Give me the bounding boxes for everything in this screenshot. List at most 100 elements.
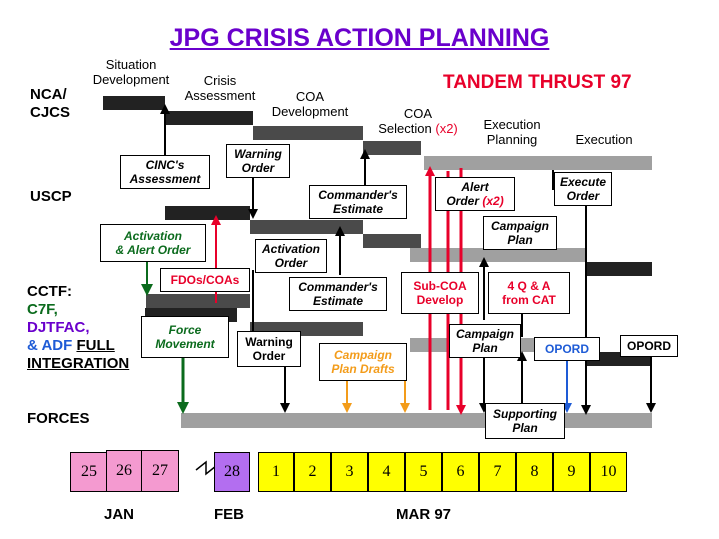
bar-crisis-uscp <box>165 206 250 220</box>
phase-label-line: Crisis <box>203 73 237 88</box>
date-cell-mar: 4 <box>368 452 405 492</box>
phase-coa-development: COA Development <box>262 89 358 119</box>
box-line: Estimate <box>332 202 383 216</box>
box-opord: OPORD <box>620 335 678 357</box>
box-line: Commander's <box>298 280 378 294</box>
phase-execution: Execution <box>575 132 633 147</box>
page-title: JPG CRISIS ACTION PLANNING <box>169 24 550 52</box>
bar-exec-planning-uscp <box>410 248 586 262</box>
multiplier-label: (x2) <box>482 194 504 208</box>
bar-coa-dev-uscp <box>250 220 363 234</box>
box-line: Develop <box>416 293 464 307</box>
row-label-line: NCA/ <box>30 86 67 103</box>
box-line: Order (x2) <box>446 194 503 208</box>
box-line: Estimate <box>312 294 363 308</box>
box-activation-alert-order: Activation& Alert Order <box>100 224 206 262</box>
box-line: Force <box>168 323 202 337</box>
month-label-jan: JAN <box>104 506 135 523</box>
bar-execution-uscp <box>586 262 652 276</box>
date-cell-mar: 2 <box>294 452 331 492</box>
box-line: Campaign <box>490 219 549 233</box>
row-label-line: CCTF: <box>27 283 72 300</box>
date-cell-mar: 1 <box>258 452 294 492</box>
box-line: Warning <box>234 147 282 161</box>
box-line: Movement <box>155 337 215 351</box>
row-label-line: & ADF FULL <box>27 337 129 355</box>
date-cell-mar: 9 <box>553 452 590 492</box>
box-line: Order <box>252 349 286 363</box>
box-line: & Alert Order <box>115 243 191 257</box>
box-fdos-coas: FDOs/COAs <box>160 268 250 292</box>
phase-label-line: COA <box>295 89 325 104</box>
row-label-text: FULL <box>76 337 115 354</box>
row-label-nca: NCA/ CJCS <box>30 86 70 122</box>
bar-coa-sel-uscp <box>363 234 421 248</box>
row-label-uscp: USCP <box>30 188 72 205</box>
date-cell-mar: 3 <box>331 452 368 492</box>
phase-coa-selection: COA Selection (x2) <box>368 106 468 136</box>
bar-crisis-nca <box>165 111 253 125</box>
row-label-line: INTEGRATION <box>27 355 130 372</box>
box-line: Plan <box>472 341 498 355</box>
box-line: Activation <box>123 229 182 243</box>
box-line: Supporting <box>493 407 557 421</box>
box-opord-blue: OPORD <box>534 337 600 361</box>
box-line: Campaign <box>333 348 392 362</box>
box-line: Execute <box>559 175 607 189</box>
box-line: Campaign <box>455 327 514 341</box>
phase-execution-planning: Execution Planning <box>474 117 550 147</box>
multiplier-label: (x2) <box>435 121 458 136</box>
box-line: Order <box>566 189 600 203</box>
box-line: from CAT <box>502 293 556 307</box>
bar-coa-sel-nca <box>363 141 421 155</box>
date-cell-mar: 5 <box>405 452 442 492</box>
row-label-cctf: CCTF: C7F, DJTFAC, & ADF FULL INTEGRATIO… <box>27 283 129 373</box>
timeline-break-icon <box>195 460 217 476</box>
date-cell-mar: 10 <box>590 452 627 492</box>
month-label-feb: FEB <box>214 506 244 523</box>
row-label-line: C7F, <box>27 301 58 318</box>
box-line: 4 Q & A <box>507 279 551 293</box>
box-line: CINC's <box>145 158 185 172</box>
box-line: Plan Drafts <box>331 362 395 376</box>
box-line: Order <box>274 256 308 270</box>
phase-label-line: Development <box>271 104 349 119</box>
box-line: Plan <box>507 233 533 247</box>
row-label-line: CJCS <box>30 104 71 121</box>
bar-activation-cctf <box>146 294 250 308</box>
box-line: Assessment <box>129 172 201 186</box>
box-line: Order <box>241 161 275 175</box>
exercise-name: TANDEM THRUST 97 <box>443 72 632 93</box>
row-label-line: DJTFAC, <box>27 319 90 336</box>
phase-crisis-assessment: Crisis Assessment <box>176 73 264 103</box>
phase-label-line: Execution <box>483 117 541 132</box>
phase-label-line: Assessment <box>184 88 256 103</box>
row-label-text: & ADF <box>27 337 73 354</box>
box-line: Alert <box>461 180 489 194</box>
box-line: Commander's <box>318 188 398 202</box>
box-line: Activation <box>261 242 320 256</box>
bar-coa-dev-nca <box>253 126 363 140</box>
date-cell-jan: 27 <box>141 450 179 492</box>
date-cell-jan: 26 <box>106 450 142 492</box>
row-label-forces: FORCES <box>27 410 90 427</box>
phase-label-line: Development <box>92 72 170 87</box>
box-line: Sub-COA <box>413 279 467 293</box>
phase-label-line: Planning <box>486 132 538 147</box>
box-line: Plan <box>512 421 538 435</box>
box-line: Warning <box>245 335 293 349</box>
date-cell-mar: 7 <box>479 452 516 492</box>
bar-execution-nca <box>424 156 652 170</box>
date-cell-jan: 25 <box>70 452 108 492</box>
